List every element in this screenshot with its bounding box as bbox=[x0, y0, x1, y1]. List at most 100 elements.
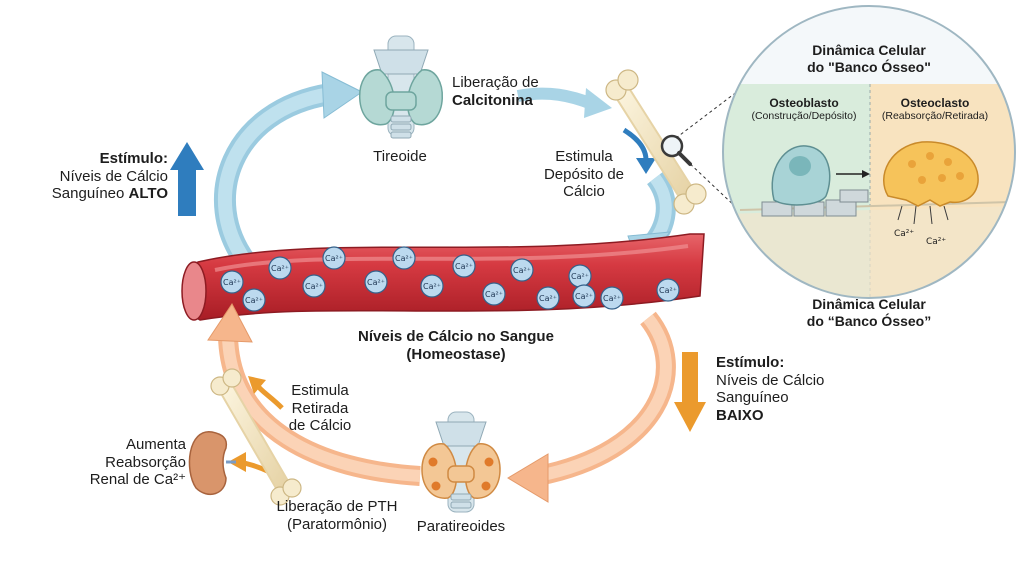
high-stimulus-line1: Níveis de Cálcio bbox=[59, 167, 168, 185]
osteoclast-cell bbox=[883, 141, 979, 225]
inset-ion-a: Ca²⁺ bbox=[894, 229, 914, 239]
withdrawal-line3: de Cálcio bbox=[288, 417, 352, 435]
pth-line1: Liberação de PTH bbox=[276, 498, 398, 515]
calcium-ion: Ca²⁺ bbox=[572, 284, 596, 308]
kidney-label: Aumenta Reabsorção Renal de Ca²⁺ bbox=[60, 436, 186, 489]
calcium-ion-label: Ca²⁺ bbox=[367, 278, 385, 287]
calcium-ion: Ca²⁺ bbox=[268, 256, 292, 280]
deposit-line2: Depósito de bbox=[543, 165, 625, 183]
calcium-ion-label: Ca²⁺ bbox=[423, 282, 441, 291]
osteoblast-label: Osteoblasto (Construção/Depósito) bbox=[738, 96, 870, 123]
calcitonin-line2: Calcitonina bbox=[452, 91, 533, 109]
magnifier-icon bbox=[660, 134, 692, 166]
pth-label: Liberação de PTH (Paratormônio) bbox=[262, 498, 412, 533]
low-stimulus-title: Estímulo: bbox=[716, 354, 785, 371]
osteoblast-role: (Construção/Depósito) bbox=[751, 110, 857, 123]
withdrawal-line1: Estimula bbox=[291, 382, 349, 399]
thyroid-illustration bbox=[359, 35, 443, 139]
low-stimulus-label: Estímulo: Níveis de Cálcio Sanguíneo BAI… bbox=[716, 354, 846, 425]
low-stimulus-line1: Níveis de Cálcio bbox=[716, 371, 825, 389]
cycle-arrowhead-blue-left bbox=[321, 71, 363, 119]
cycle-arrow-orange-right-inner bbox=[536, 314, 672, 482]
low-stimulus-line3: BAIXO bbox=[716, 407, 764, 425]
osteoclast-name: Osteoclasto bbox=[900, 96, 970, 110]
osteoclast-role: (Reabsorção/Retirada) bbox=[881, 110, 989, 123]
cycle-arrow-blue-left-inner bbox=[217, 87, 337, 269]
osteoblast-name: Osteoblasto bbox=[769, 96, 839, 110]
vessel-opening bbox=[181, 261, 207, 321]
inset-caption-line2: do “Banco Ósseo” bbox=[806, 312, 932, 329]
calcium-ion-label: Ca²⁺ bbox=[575, 292, 593, 301]
calcium-ion-label: Ca²⁺ bbox=[539, 294, 557, 303]
kidney-line1: Aumenta bbox=[125, 436, 186, 453]
calcium-ion-label: Ca²⁺ bbox=[223, 278, 241, 287]
low-stimulus-line2: Sanguíneo bbox=[716, 389, 789, 407]
cycle-arrowhead-orange-right bbox=[507, 453, 549, 503]
deposit-arrow bbox=[622, 127, 656, 174]
calcium-ions: Ca²⁺ Ca²⁺ Ca²⁺ Ca²⁺ Ca²⁺ Ca²⁺ Ca²⁺ Ca²⁺ Ca²⁺ Ca²⁺… bbox=[220, 246, 680, 312]
kidney-line3: Renal de Ca²⁺ bbox=[89, 471, 186, 489]
inset-caption: Dinâmica Celular do “Banco Ósseo” bbox=[784, 296, 954, 329]
calcium-ion: Ca²⁺ bbox=[452, 254, 476, 278]
parathyroid-illustration bbox=[421, 411, 501, 513]
withdrawal-arrow bbox=[248, 376, 284, 410]
calcium-ion-label: Ca²⁺ bbox=[395, 254, 413, 263]
calcium-ion: Ca²⁺ bbox=[536, 286, 560, 310]
withdrawal-label: Estimula Retirada de Cálcio bbox=[274, 382, 366, 435]
high-stimulus-line2: Sanguíneo ALTO bbox=[42, 185, 168, 203]
pth-line2: (Paratormônio) bbox=[286, 515, 388, 533]
calcium-ion: Ca²⁺ bbox=[420, 274, 444, 298]
deposit-line1: Estimula bbox=[555, 148, 613, 165]
calcium-ion-label: Ca²⁺ bbox=[245, 296, 263, 305]
inset-title-line1: Dinâmica Celular bbox=[812, 42, 926, 58]
osteoblast-cell bbox=[761, 145, 869, 217]
calcium-ion-label: Ca²⁺ bbox=[455, 262, 473, 271]
calcitonin-line1: Liberação de bbox=[452, 74, 539, 91]
high-stimulus-title: Estímulo: bbox=[99, 150, 168, 167]
calcium-ion: Ca²⁺ bbox=[322, 246, 346, 270]
inset-title: Dinâmica Celular do "Banco Ósseo" bbox=[784, 42, 954, 75]
calcitonin-label: Liberação de Calcitonina bbox=[452, 74, 562, 109]
calcium-ion: Ca²⁺ bbox=[482, 282, 506, 306]
kidney-illustration bbox=[188, 431, 236, 496]
high-stimulus-arrow bbox=[170, 142, 204, 216]
parathyroid-label: Paratireoides bbox=[416, 518, 506, 535]
zoom-line-bottom bbox=[685, 159, 759, 229]
calcium-ion-label: Ca²⁺ bbox=[603, 294, 621, 303]
withdrawal-line2: Retirada bbox=[291, 399, 349, 417]
bone-top bbox=[605, 69, 707, 215]
calcitonin-arrowhead bbox=[584, 88, 612, 118]
high-stimulus-line2-bold: ALTO bbox=[128, 185, 168, 203]
calcium-ion: Ca²⁺ bbox=[302, 274, 326, 298]
deposit-line3: Cálcio bbox=[563, 183, 605, 201]
calcium-ion-label: Ca²⁺ bbox=[659, 286, 677, 295]
calcium-ion-label: Ca²⁺ bbox=[305, 282, 323, 291]
low-stimulus-arrow bbox=[674, 352, 706, 432]
calcium-ion: Ca²⁺ bbox=[568, 264, 592, 288]
calcium-ion: Ca²⁺ bbox=[510, 258, 534, 282]
calcium-ion-label: Ca²⁺ bbox=[513, 266, 531, 275]
high-stimulus-label: Estímulo: Níveis de Cálcio Sanguíneo ALT… bbox=[42, 150, 168, 203]
inset-title-line2: do "Banco Ósseo" bbox=[807, 58, 931, 75]
thyroid-label: Tireoide bbox=[373, 148, 427, 165]
inset-caption-line1: Dinâmica Celular bbox=[812, 296, 926, 312]
calcium-ion-label: Ca²⁺ bbox=[271, 264, 289, 273]
calcium-ion: Ca²⁺ bbox=[364, 270, 388, 294]
calcium-ion-label: Ca²⁺ bbox=[485, 290, 503, 299]
calcium-ion: Ca²⁺ bbox=[220, 270, 244, 294]
vessel-label-line1: Níveis de Cálcio no Sangue bbox=[358, 328, 554, 345]
inset-ion-b: Ca²⁺ bbox=[926, 237, 946, 247]
vessel-label: Níveis de Cálcio no Sangue (Homeostase) bbox=[326, 328, 586, 363]
osteoclast-label: Osteoclasto (Reabsorção/Retirada) bbox=[870, 96, 1000, 123]
calcium-ion-label: Ca²⁺ bbox=[571, 272, 589, 281]
kidney-line2: Reabsorção bbox=[105, 453, 186, 471]
high-stimulus-line2-prefix: Sanguíneo bbox=[51, 185, 129, 203]
bone-bottom bbox=[210, 368, 302, 506]
cycle-arrowhead-orange-left bbox=[207, 303, 253, 343]
vessel-highlight bbox=[214, 244, 689, 272]
calcium-ion: Ca²⁺ bbox=[242, 288, 266, 312]
deposit-label: Estimula Depósito de Cálcio bbox=[532, 148, 636, 201]
calcium-ion: Ca²⁺ bbox=[392, 246, 416, 270]
